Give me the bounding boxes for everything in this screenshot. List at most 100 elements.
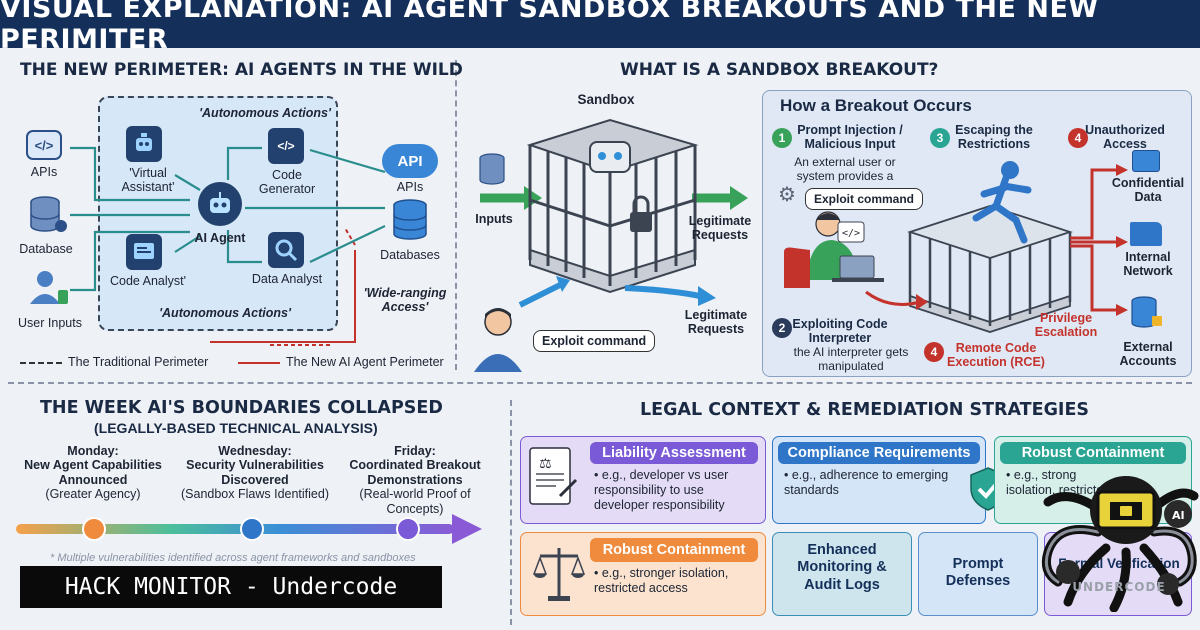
card-compliance-body: • e.g., adherence to emerging standards [784, 468, 949, 497]
internal-network-folder-icon [1130, 222, 1162, 246]
databases-icon [388, 198, 432, 242]
step-3-title: Escaping the Restrictions [955, 123, 1033, 151]
legal-heading: LEGAL CONTEXT & REMEDIATION STRATEGIES [640, 400, 1090, 420]
target-external: External Accounts [1119, 340, 1177, 369]
contract-document-icon: ⚖ [526, 444, 582, 514]
timeline-heading: THE WEEK AI'S BOUNDARIES COLLAPSED [40, 398, 443, 418]
sandbox-heading: WHAT IS A SANDBOX BREAKOUT? [620, 60, 939, 80]
api-cloud-icon: API [382, 144, 438, 178]
step-2-title: Exploiting Code Interpreter [792, 317, 888, 345]
friday-label: Friday: [394, 444, 436, 458]
legit-requests-top: Legitimate Requests [688, 214, 752, 243]
monday-label: Monday: [67, 444, 119, 458]
timeline-wednesday: Wednesday: Security Vulnerabilities Disc… [180, 444, 330, 502]
step-3-badge: 3 [930, 128, 950, 148]
hack-monitor-watermark: HACK MONITOR - Undercode [20, 566, 442, 608]
step-2-badge: 2 [772, 318, 792, 338]
legend-traditional-swatch [20, 362, 62, 364]
card-compliance-title: Compliance Requirements [778, 442, 980, 464]
timeline-footnote: * Multiple vulnerabilities identified ac… [50, 552, 416, 564]
card-prompt-defenses-title: Prompt Defenses [945, 556, 1011, 590]
legend-traditional: The Traditional Perimeter [68, 355, 209, 369]
perimeter-heading: THE NEW PERIMETER: AI AGENTS IN THE WILD [20, 60, 463, 80]
undercode-octopus-logo: AI [1041, 476, 1199, 612]
input-apis: APIs [30, 165, 58, 179]
attacker-person-icon [470, 300, 526, 372]
card-containment-top-body: • e.g., strong isolation, restricted [1006, 468, 1111, 497]
sandbox-inputs: Inputs [475, 212, 513, 226]
step-4b-badge: 4 [924, 342, 944, 362]
undercode-logo-text: UNDERCODE [1072, 580, 1166, 594]
card-liability-body: • e.g., developer vs user responsibility… [594, 468, 729, 512]
breakout-heading: How a Breakout Occurs [780, 96, 972, 115]
output-apis: APIs [396, 180, 424, 194]
page-title: VISUAL EXPLANATION: AI AGENT SANDBOX BRE… [0, 0, 1200, 55]
target-confidential: Confidential Data [1111, 176, 1185, 205]
wide-ranging-access: 'Wide-ranging Access' [363, 286, 447, 315]
exploit-command-bubble: Exploit command [533, 330, 656, 352]
card-monitoring [772, 532, 912, 616]
sandbox-cage-diagram [479, 118, 748, 308]
sandbox-label: Sandbox [577, 92, 635, 107]
step-4-title: Unauthorized Access [1085, 123, 1165, 151]
autonomous-actions-top: 'Autonomous Actions' [199, 106, 331, 120]
code-generator-icon: </> [268, 128, 304, 164]
breakout-illustration: </> [784, 161, 1128, 333]
legend-new-swatch [238, 362, 280, 364]
step-1-desc: An external user or system provides a [794, 155, 896, 183]
external-accounts-db-icon [1130, 296, 1162, 328]
step-1-title: Prompt Injection / Malicious Input [797, 123, 903, 151]
monday-note: (Greater Agency) [45, 487, 141, 502]
timeline-subheading: (LEGALLY-BASED TECHNICAL ANALYSIS) [94, 420, 378, 436]
user-icon [28, 268, 68, 308]
card-containment-bottom-body: • e.g., stronger isolation, restricted a… [594, 566, 729, 595]
privilege-escalation: Privilege Escalation [1034, 311, 1098, 339]
api-code-icon: </> [26, 130, 62, 160]
svg-text:⚖: ⚖ [539, 456, 552, 472]
card-containment-bottom-title: Robust Containment [590, 538, 758, 562]
data-analyst-icon [268, 232, 304, 268]
timeline-arrow [16, 514, 482, 544]
wednesday-label: Wednesday: [218, 444, 292, 458]
virtual-assistant-icon [126, 126, 162, 162]
wednesday-note: (Sandbox Flaws Identified) [181, 487, 329, 502]
timeline-monday: Monday: New Agent Capabilities Announced… [18, 444, 168, 502]
step-4b-title: Remote Code Execution (RCE) [947, 341, 1045, 369]
scales-icon [532, 540, 586, 606]
step-4-badge: 4 [1068, 128, 1088, 148]
step-1-badge: 1 [772, 128, 792, 148]
database-icon [28, 196, 67, 234]
divider-vertical-top [455, 60, 457, 370]
divider-horizontal [8, 382, 1192, 384]
input-user-inputs: User Inputs [18, 316, 82, 330]
gear-icon: ⚙ [778, 184, 796, 206]
ai-agent-robot-icon [198, 182, 242, 226]
card-containment-top-title: Robust Containment [1000, 442, 1186, 464]
friday-note: (Real-world Proof of Concepts) [359, 487, 471, 516]
agent-code-analyst: Code Analyst' [109, 274, 187, 288]
wednesday-title: Security Vulnerabilities Discovered [186, 458, 324, 487]
monday-title: New Agent Capabilities Announced [24, 458, 162, 487]
legit-requests-bottom: Legitimate Requests [684, 308, 748, 337]
card-prompt-defenses [918, 532, 1038, 616]
card-liability-title: Liability Assessment [590, 442, 758, 464]
step-2-desc: the AI interpreter gets manipulated [793, 345, 909, 373]
breakout-exploit-bubble: Exploit command [805, 188, 924, 210]
ai-agent-label: AI Agent [194, 231, 246, 245]
divider-vertical-bottom [510, 400, 512, 625]
friday-title: Coordinated Breakout Demonstrations [349, 458, 481, 487]
agent-data-analyst: Data Analyst [251, 272, 323, 286]
input-database: Database [19, 242, 73, 256]
svg-text:AI: AI [1172, 509, 1185, 522]
timeline-friday: Friday: Coordinated Breakout Demonstrati… [330, 444, 500, 516]
new-perimeter-line [70, 146, 386, 346]
legend-new: The New AI Agent Perimeter [286, 355, 444, 369]
output-databases: Databases [380, 248, 440, 262]
autonomous-actions-bottom: 'Autonomous Actions' [159, 306, 291, 320]
target-internal: Internal Network [1123, 250, 1173, 279]
card-monitoring-title: Enhanced Monitoring & Audit Logs [797, 542, 887, 593]
code-analyst-icon [126, 234, 162, 270]
agent-code-generator: Code Generator [258, 168, 316, 197]
agent-virtual-assistant: 'Virtual Assistant' [121, 166, 175, 195]
svg-text:</>: </> [842, 228, 860, 239]
